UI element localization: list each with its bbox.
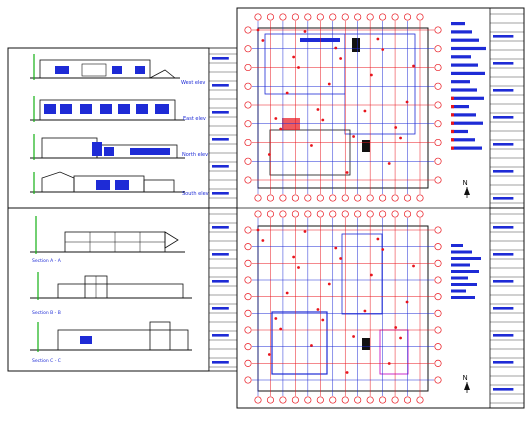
north-arrow-top-label: N xyxy=(463,179,468,187)
east-elevation-label: East elev xyxy=(183,116,206,122)
elevations-sheet: West elev East elev North elev xyxy=(7,47,238,209)
section-c-c-label: Section C - C xyxy=(32,358,61,364)
bottom-plan-grid-bubbles xyxy=(244,210,442,404)
north-elevation xyxy=(30,134,185,160)
section-a-a xyxy=(30,216,185,254)
north-elevation-label: North elev xyxy=(182,152,208,158)
plans-sheet xyxy=(236,7,525,409)
north-arrow-bottom: N xyxy=(463,374,470,393)
top-plan-grid-bubbles xyxy=(244,13,442,202)
sections-sheet: Section A - A Section B - B Section C - … xyxy=(7,207,238,372)
west-elevation xyxy=(30,54,180,80)
section-b-b xyxy=(30,272,192,300)
section-c-c xyxy=(30,321,192,352)
north-arrow-top: N xyxy=(463,179,470,198)
south-elevation-label: South elev xyxy=(182,191,209,197)
south-elevation xyxy=(30,171,185,194)
north-arrow-bottom-label: N xyxy=(463,374,468,382)
title-blocks xyxy=(209,13,524,404)
west-elevation-label: West elev xyxy=(181,80,205,86)
section-b-b-label: Section B - B xyxy=(32,310,61,316)
east-elevation xyxy=(30,96,185,122)
legend-blocks xyxy=(451,22,486,299)
section-a-a-label: Section A - A xyxy=(32,258,62,264)
